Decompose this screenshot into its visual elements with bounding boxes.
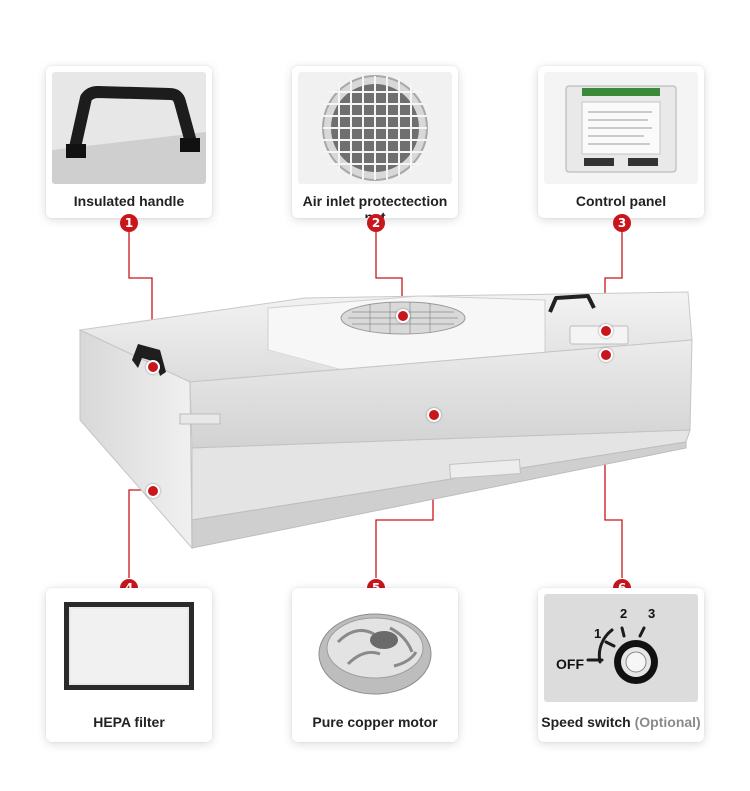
callout-badge-1: 1 [120,214,138,232]
callout-card-inlet-net: Air inlet protectection net [292,66,458,218]
hotspot-speed-switch[interactable] [599,348,613,362]
speed-switch-label: Speed switch [541,714,631,730]
callout-card-motor: Pure copper motor [292,588,458,742]
hotspot-control-panel[interactable] [599,324,613,338]
callout-label: Pure copper motor [312,714,438,730]
callout-label: HEPA filter [93,714,165,730]
speed-label-2: 2 [620,606,628,621]
speed-label-3: 3 [648,606,656,621]
motor-impeller-icon [298,594,452,702]
top-handle [548,294,596,313]
optional-tag: (Optional) [634,714,701,730]
callout-badge-3: 3 [613,214,631,232]
callout-card-speed-switch: OFF 1 2 3 Speed switch (Optional) [538,588,704,742]
speed-knob-icon: OFF 1 2 3 [544,594,698,702]
callout-label: Air inlet protectection net [302,193,448,218]
hotspot-inlet-net[interactable] [396,309,410,323]
hotspot-hepa-filter[interactable] [146,484,160,498]
callout-badge-2: 2 [367,214,385,232]
hepa-filter-icon [52,594,206,702]
speed-label-off: OFF [556,656,584,672]
callout-label: Speed switch (Optional) [538,714,704,730]
callout-card-insulated-handle: Insulated handle [46,66,212,218]
callout-label: Insulated handle [73,193,185,209]
callout-card-control-panel: Control panel [538,66,704,218]
hotspot-motor[interactable] [427,408,441,422]
callout-card-hepa-filter: HEPA filter [46,588,212,742]
control-box [569,325,629,345]
control-board-icon [544,72,698,184]
speed-label-1: 1 [594,626,602,641]
handle-icon [52,72,206,184]
callout-label: Control panel [575,193,667,209]
hotspot-handle[interactable] [146,360,160,374]
fan-grille-icon [298,72,452,184]
